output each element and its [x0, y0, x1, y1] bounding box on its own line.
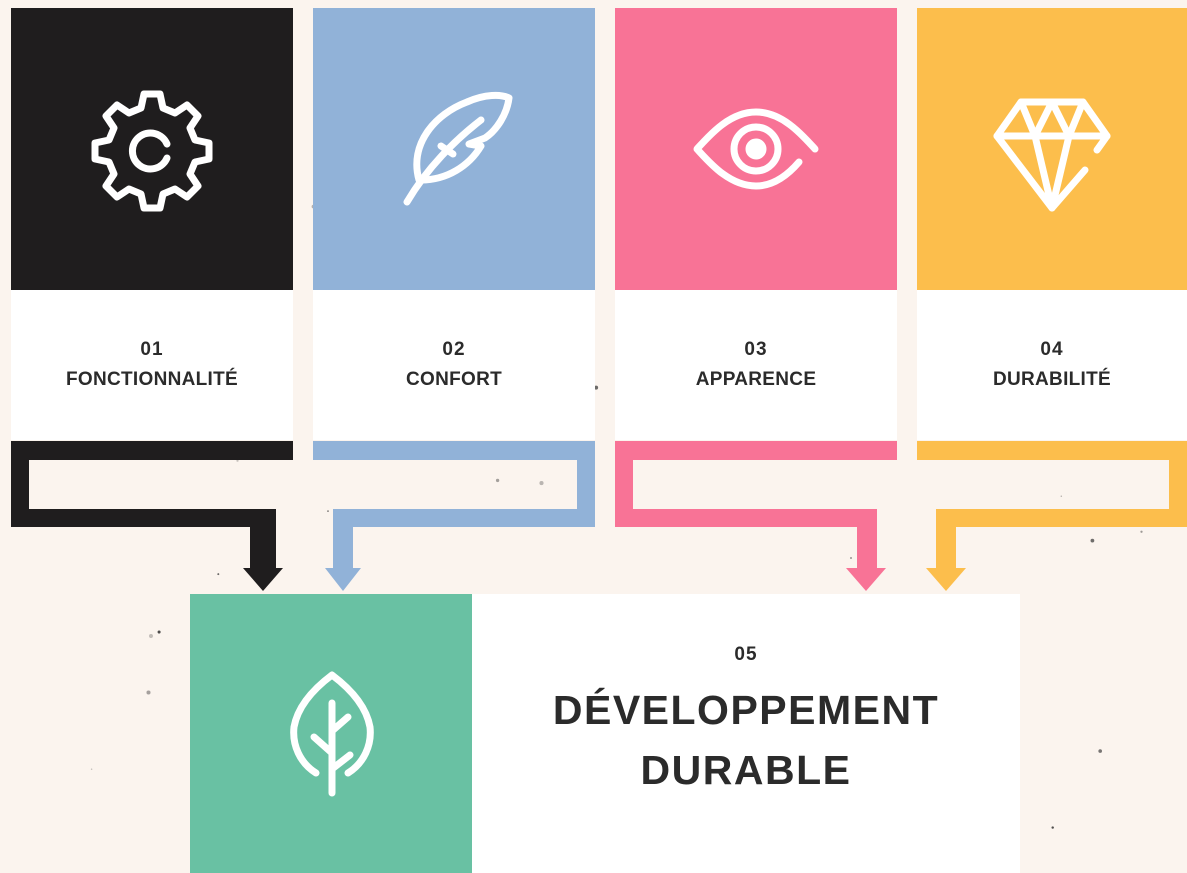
step-label-panel: 04 DURABILITÉ [917, 290, 1187, 440]
step-icon-panel [313, 8, 595, 290]
result-icon-panel [190, 594, 472, 873]
result-number: 05 [734, 644, 758, 665]
arrow-comfort [313, 441, 595, 591]
step-icon-panel [11, 8, 293, 290]
speckle [495, 478, 500, 483]
step-card-appearance: 03 APPARENCE [615, 8, 897, 440]
arrow-durability [917, 441, 1187, 591]
step-number: 01 [140, 339, 164, 360]
speckle [90, 768, 93, 770]
step-label-panel: 01 FONCTIONNALITÉ [11, 290, 293, 440]
speckle [146, 690, 151, 695]
arrow-appearance [615, 441, 897, 591]
speckle [1140, 530, 1143, 533]
step-number: 03 [744, 339, 768, 360]
speckle [539, 481, 544, 486]
speckle [149, 634, 153, 638]
result-label: DÉVELOPPEMENT DURABLE [553, 680, 939, 800]
leaf-icon [266, 669, 396, 799]
step-label-panel: 02 CONFORT [313, 290, 595, 440]
step-label: DURABILITÉ [992, 369, 1112, 390]
result-label-panel: 05 DÉVELOPPEMENT DURABLE [472, 594, 1020, 873]
result-label-line2: DURABLE [640, 747, 852, 793]
speckle [327, 510, 329, 512]
step-card-functionality: 01 FONCTIONNALITÉ [11, 8, 293, 440]
arrow-functionality [11, 441, 293, 591]
speckle [1051, 826, 1054, 829]
step-icon-panel [615, 8, 897, 290]
speckle [236, 459, 239, 462]
step-label: FONCTIONNALITÉ [65, 369, 239, 390]
speckle [1060, 495, 1063, 497]
step-number: 04 [1040, 339, 1064, 360]
speckle [1098, 749, 1102, 753]
feather-icon [389, 84, 519, 214]
step-icon-panel [917, 8, 1187, 290]
speckle [594, 385, 599, 390]
step-label: CONFORT [405, 369, 503, 390]
step-card-comfort: 02 CONFORT [313, 8, 595, 440]
speckle [1090, 538, 1095, 543]
speckle [157, 630, 161, 634]
step-card-durability: 04 DURABILITÉ [917, 8, 1187, 440]
gear-icon [87, 84, 217, 214]
result-label-line1: DÉVELOPPEMENT [552, 687, 940, 733]
eye-icon [691, 84, 821, 214]
step-label-panel: 03 APPARENCE [615, 290, 897, 440]
speckle [849, 556, 853, 560]
diamond-icon [987, 84, 1117, 214]
step-number: 02 [442, 339, 466, 360]
step-label: APPARENCE [695, 369, 817, 390]
speckle [217, 573, 220, 576]
